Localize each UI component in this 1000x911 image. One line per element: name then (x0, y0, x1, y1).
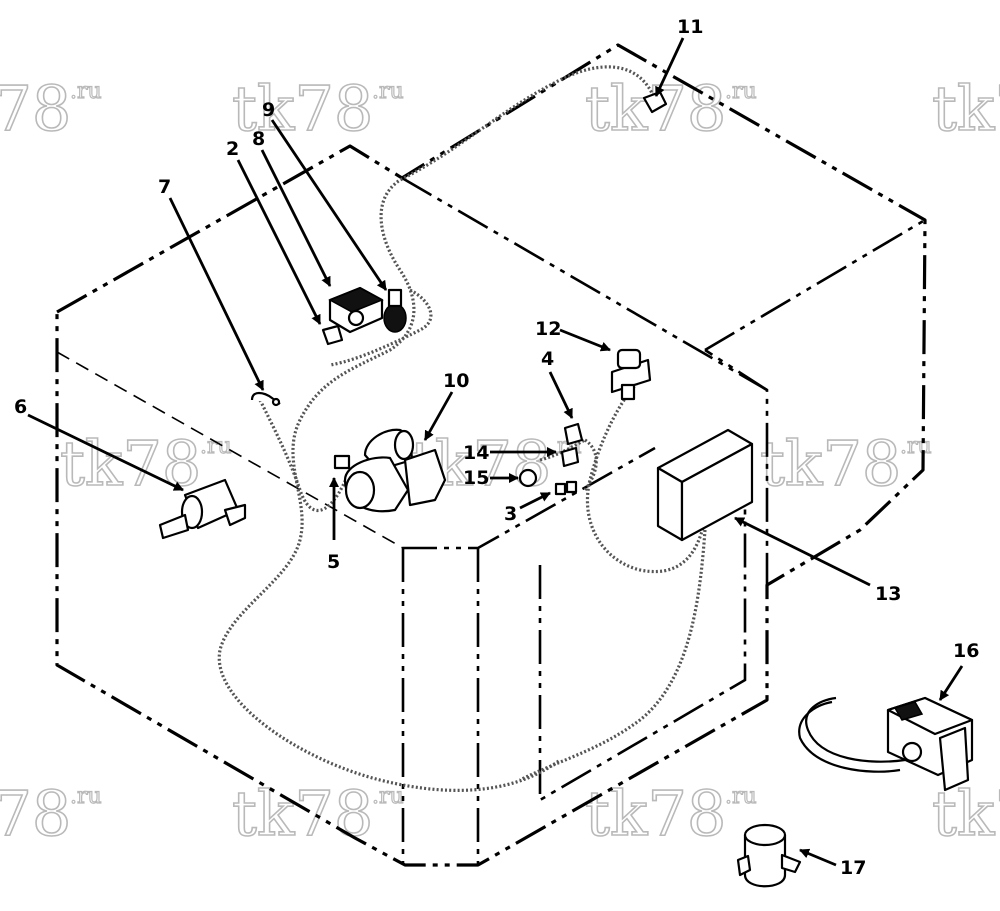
component-15-terminal (518, 468, 538, 488)
component-17-cylinder (736, 823, 802, 888)
callout-6: 6 (14, 396, 27, 418)
callout-11: 11 (677, 16, 703, 38)
watermark-suffix: .ru (70, 79, 102, 104)
callout-14: 14 (463, 442, 489, 464)
watermark-text: tk78 (232, 777, 373, 850)
component-2-connector (321, 324, 344, 346)
watermark-text: tk78 (0, 72, 71, 145)
callout-13: 13 (875, 583, 901, 605)
watermark-suffix: .ru (70, 784, 102, 809)
watermark-suffix: .ru (372, 784, 404, 809)
callout-2: 2 (226, 138, 239, 160)
callout-17: 17 (840, 857, 866, 879)
component-8-module (328, 286, 384, 334)
callout-16: 16 (953, 640, 979, 662)
callout-9: 9 (262, 99, 275, 121)
watermark-suffix: .ru (200, 434, 232, 459)
watermark-text: tk78 (760, 427, 901, 500)
callout-15: 15 (463, 467, 489, 489)
watermark-text: tk78 (932, 72, 1000, 145)
component-6-solenoid (158, 478, 247, 540)
component-12-valve (610, 348, 652, 401)
callout-10: 10 (443, 370, 469, 392)
watermark-text: tk78 (585, 777, 726, 850)
wiring-harness (217, 65, 707, 793)
watermark-suffix: .ru (725, 79, 757, 104)
component-16-module (798, 696, 974, 792)
watermark-text: tk78 (232, 72, 373, 145)
callout-7: 7 (158, 176, 171, 198)
watermark-suffix: .ru (725, 784, 757, 809)
callout-3: 3 (504, 503, 517, 525)
component-14-terminal (560, 446, 580, 468)
watermark-text: tk78 (932, 777, 1000, 850)
component-3-connector (554, 480, 578, 496)
watermark-suffix: .ru (372, 79, 404, 104)
component-13-control-box (656, 428, 754, 542)
callout-8: 8 (252, 128, 265, 150)
component-9-switch (383, 288, 407, 333)
callout-5: 5 (327, 551, 340, 573)
watermark-text: tk78 (0, 777, 71, 850)
watermark-suffix: .ru (900, 434, 932, 459)
leader-arrows (27, 37, 964, 867)
callout-12: 12 (535, 318, 561, 340)
component-11-fitting (642, 90, 668, 114)
component-4-connector (563, 422, 584, 446)
component-7-sensor (250, 391, 281, 407)
watermark-layer: tk78.rutk78.rutk78.rutk78.rutk78.rutk78.… (0, 71, 1000, 851)
callout-labels: 2 8 9 7 11 12 4 10 6 14 15 3 5 13 16 17 (14, 16, 979, 879)
component-10-starter-motor (333, 428, 447, 513)
callout-4: 4 (541, 348, 554, 370)
